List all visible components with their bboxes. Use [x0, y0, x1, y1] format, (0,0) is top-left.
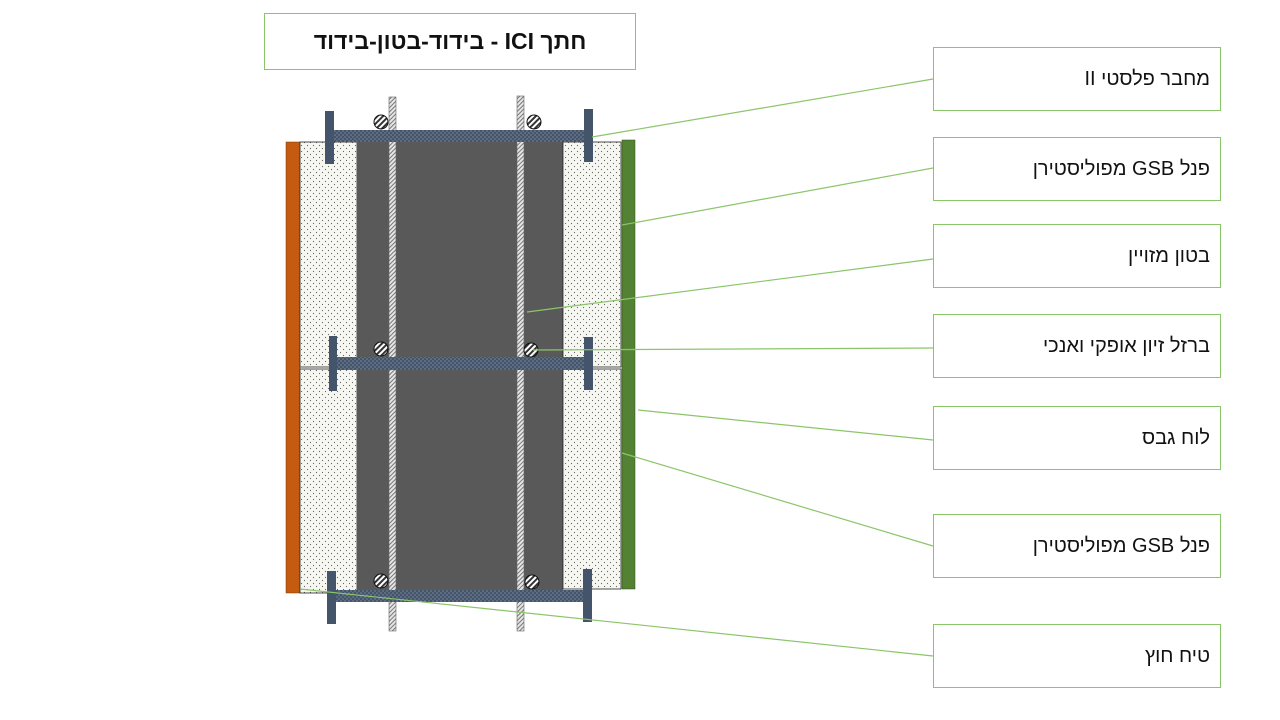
gypsum-board-layer — [621, 139, 636, 590]
leader-line-plastic-connector — [591, 78, 934, 138]
label-gsb-panel-bottom: פנל GSB מפוליסטירן — [933, 514, 1221, 578]
label-gsb-panel-top: פנל GSB מפוליסטירן — [933, 137, 1221, 201]
label-reinforced-concrete: בטון מזויין — [933, 224, 1221, 288]
leader-line-gsb-panel-top — [621, 167, 934, 226]
label-rebar: ברזל זיון אופקי ואנכי — [933, 314, 1221, 378]
left-insulation-panel-top — [299, 141, 358, 368]
label-exterior-plaster: טיח חוץ — [933, 624, 1221, 688]
horizontal-rebar-section — [373, 341, 389, 357]
plastic-connector-middle — [329, 336, 593, 391]
leader-line-reinforced-concrete — [526, 258, 934, 313]
plastic-connector-top — [325, 109, 593, 164]
horizontal-rebar-section — [526, 114, 542, 130]
horizontal-rebar-section — [373, 573, 389, 589]
right-insulation-panel-bottom — [562, 368, 622, 590]
leader-line-gsb-panel-bottom — [621, 452, 934, 547]
label-gypsum-board: לוח גבס — [933, 406, 1221, 470]
horizontal-rebar-section — [524, 574, 540, 590]
right-insulation-panel-top — [562, 141, 622, 368]
horizontal-rebar-section — [373, 114, 389, 130]
left-insulation-panel-bottom — [299, 368, 358, 594]
leader-line-gypsum-board — [637, 409, 934, 441]
leader-line-exterior-plaster — [299, 588, 934, 657]
diagram-title: חתך ICI - בידוד-בטון-בידוד — [264, 13, 636, 70]
leader-line-rebar — [532, 347, 934, 351]
label-plastic-connector: מחבר פלסטי II — [933, 47, 1221, 111]
exterior-plaster-layer — [285, 141, 301, 594]
